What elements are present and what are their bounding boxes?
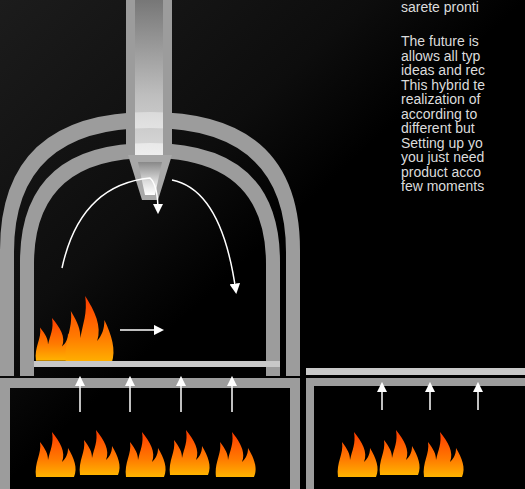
chimney-wall — [163, 0, 172, 145]
wood-fire — [36, 296, 114, 364]
body-text: few moments — [401, 179, 484, 194]
module-top — [306, 368, 525, 375]
body-text: Setting up yo — [401, 136, 483, 151]
heat-arrows — [382, 384, 478, 410]
body-text: ideas and rec — [401, 63, 485, 78]
chimney-wall — [126, 0, 135, 145]
body-text: you just need — [401, 150, 484, 165]
inner-shell — [20, 143, 280, 376]
module-chamber — [306, 378, 525, 489]
burner-flames — [338, 430, 464, 477]
heading-fragment: sarete pronti — [401, 0, 479, 15]
heat-arrow — [120, 329, 162, 331]
base-chamber — [0, 378, 300, 489]
air-flow-arrow — [172, 180, 236, 292]
body-text: allows all typ — [401, 49, 480, 64]
body-text: different but — [401, 121, 475, 136]
body-text: This hybrid te — [401, 78, 485, 93]
burner-flames — [36, 430, 256, 477]
cooking-floor — [34, 361, 280, 367]
heat-arrows — [80, 378, 232, 412]
body-text: product acco — [401, 165, 481, 180]
body-text: The future is — [401, 34, 479, 49]
smoke — [135, 0, 163, 160]
body-text: realization of — [401, 92, 480, 107]
body-text: according to — [401, 107, 477, 122]
air-flow-arrow — [62, 178, 158, 268]
